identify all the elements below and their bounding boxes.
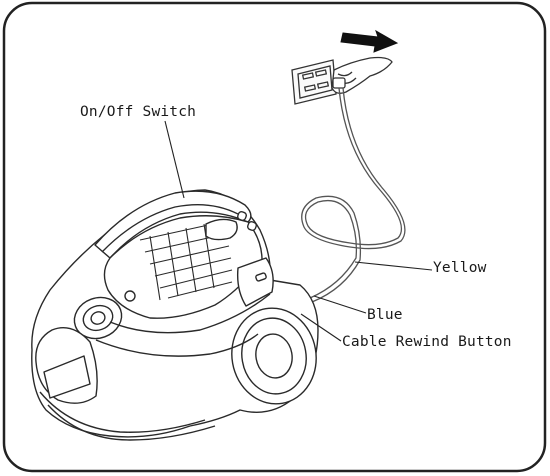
vacuum-cleaner	[31, 189, 319, 441]
suction-dial	[73, 296, 123, 340]
label-cable-rewind-button: Cable Rewind Button	[342, 334, 512, 350]
wall-socket-icon	[291, 59, 337, 105]
pull-direction-arrow-icon	[340, 29, 399, 53]
power-cord	[301, 87, 406, 303]
hand-plug-icon	[331, 56, 393, 94]
label-yellow-mark: Yellow	[433, 260, 487, 276]
label-blue-mark: Blue	[367, 307, 403, 323]
rear-wheel	[231, 307, 317, 405]
label-on-off-switch: On/Off Switch	[80, 104, 197, 120]
leader-lines	[164, 120, 433, 342]
